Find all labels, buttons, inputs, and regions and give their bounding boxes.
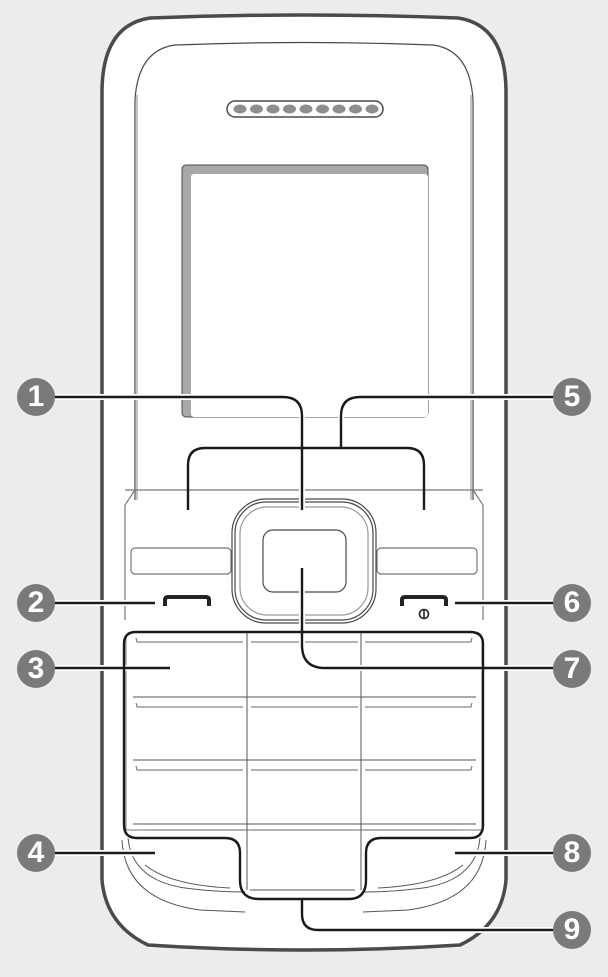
callout-5: 5 bbox=[553, 378, 591, 416]
callout-9: 9 bbox=[553, 911, 591, 949]
callout-8: 8 bbox=[553, 834, 591, 872]
power-end-key bbox=[400, 595, 448, 620]
callout-2: 2 bbox=[17, 584, 55, 622]
earpiece-speaker bbox=[226, 100, 384, 118]
callout-7: 7 bbox=[553, 650, 591, 688]
display-screen bbox=[181, 164, 429, 418]
callout-4: 4 bbox=[17, 834, 55, 872]
callout-3: 3 bbox=[17, 650, 55, 688]
call-key bbox=[163, 595, 211, 606]
callout-leaders bbox=[55, 394, 553, 933]
callout-1: 1 bbox=[17, 378, 55, 416]
phone-face bbox=[134, 41, 474, 500]
callout-6: 6 bbox=[553, 584, 591, 622]
